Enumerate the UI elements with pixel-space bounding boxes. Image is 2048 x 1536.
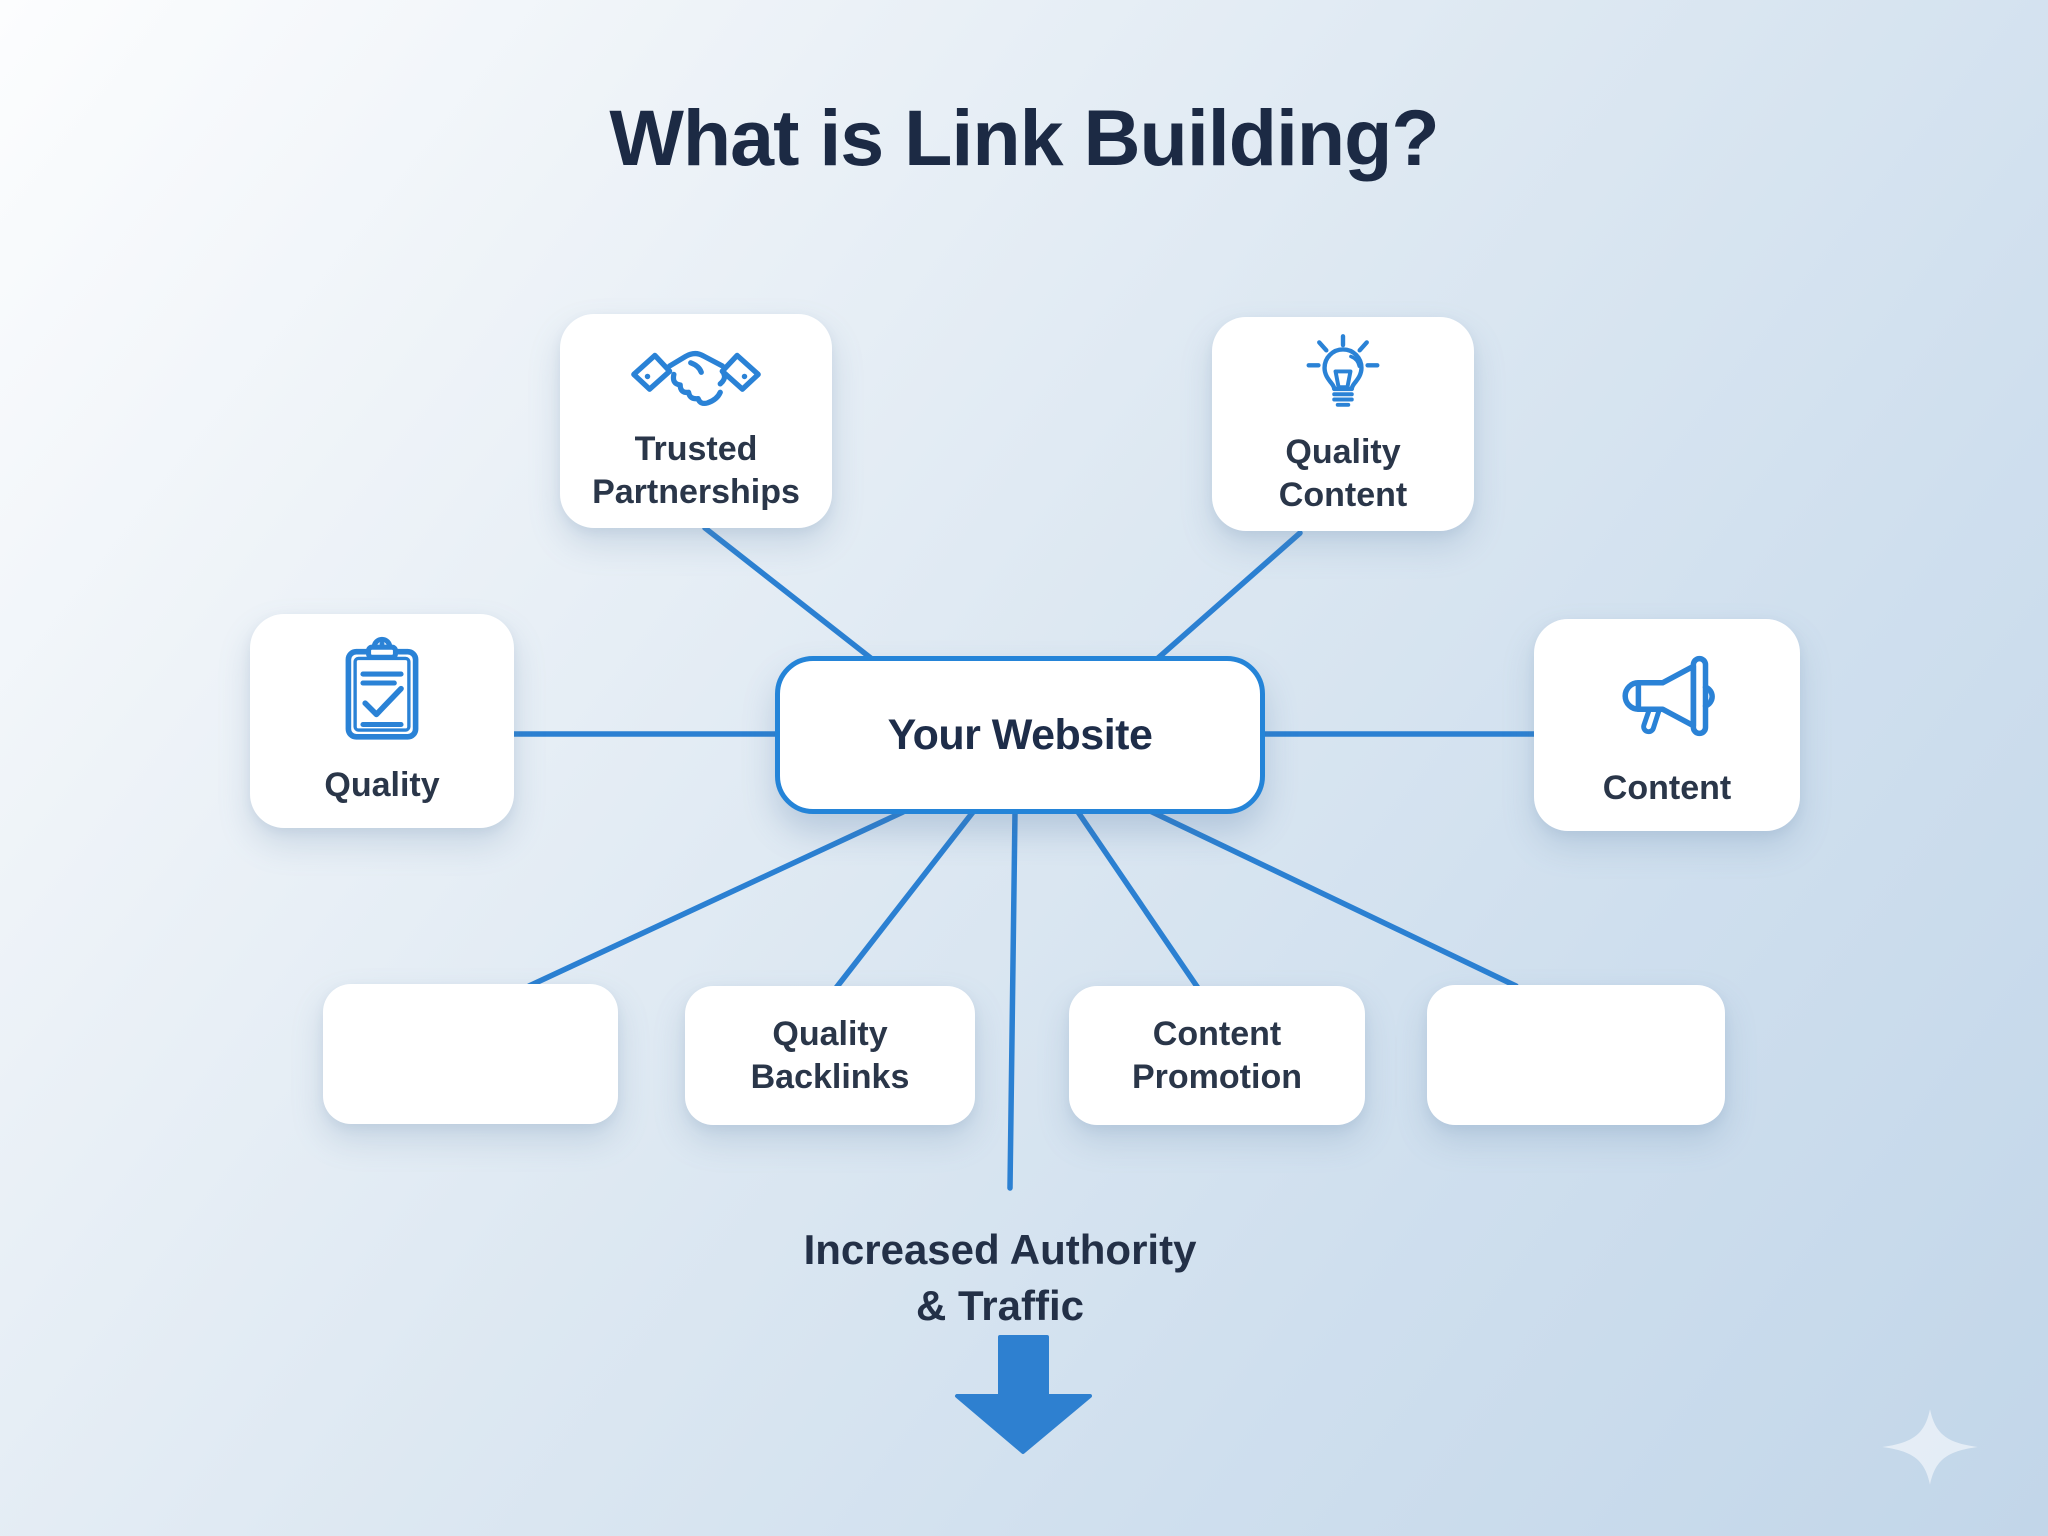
outcome-line-1: Increased Authority bbox=[803, 1226, 1197, 1273]
card-label: Trusted Partnerships bbox=[592, 430, 800, 512]
card-label: Quality bbox=[324, 765, 440, 804]
connector-quality-content bbox=[1154, 530, 1303, 662]
card-label: Content bbox=[1602, 768, 1732, 807]
card-content-promotion: Content Promotion bbox=[1069, 986, 1365, 1125]
card-label: Content Promotion bbox=[1132, 1014, 1302, 1096]
outcome-text: Increased Authority & Traffic bbox=[700, 1222, 1300, 1334]
outcome-line-2: & Traffic bbox=[915, 1281, 1085, 1329]
connector-increased-authority bbox=[1007, 809, 1018, 1191]
card-quality: Quality bbox=[250, 614, 514, 828]
center-node-label: Your Website bbox=[887, 710, 1153, 759]
megaphone-icon bbox=[1622, 655, 1715, 736]
card-empty-left bbox=[323, 984, 618, 1124]
connector-trusted-partnerships bbox=[702, 525, 875, 662]
connector-quality-backlinks bbox=[833, 809, 976, 991]
down-arrow-icon bbox=[955, 1335, 1092, 1454]
connector-content-promotion bbox=[1075, 809, 1201, 991]
card-quality-content: Quality Content bbox=[1212, 317, 1474, 531]
card-content: Content bbox=[1534, 619, 1800, 831]
card-label: Quality Content bbox=[1278, 433, 1408, 515]
center-node-your-website: Your Website bbox=[775, 656, 1265, 814]
clipboard-check-icon bbox=[345, 636, 419, 740]
lightbulb-icon bbox=[1306, 334, 1380, 407]
connector-bottom-left-box bbox=[526, 809, 906, 989]
sparkle-icon bbox=[1882, 1409, 1978, 1485]
card-label: Quality Backlinks bbox=[750, 1014, 910, 1096]
card-empty-right bbox=[1427, 985, 1725, 1125]
card-trusted-partnerships: Trusted Partnerships bbox=[560, 314, 832, 528]
connector-bottom-right-box bbox=[1145, 807, 1519, 989]
handshake-icon bbox=[631, 351, 761, 407]
page-title: What is Link Building? bbox=[609, 93, 1439, 182]
card-quality-backlinks: Quality Backlinks bbox=[685, 986, 975, 1125]
